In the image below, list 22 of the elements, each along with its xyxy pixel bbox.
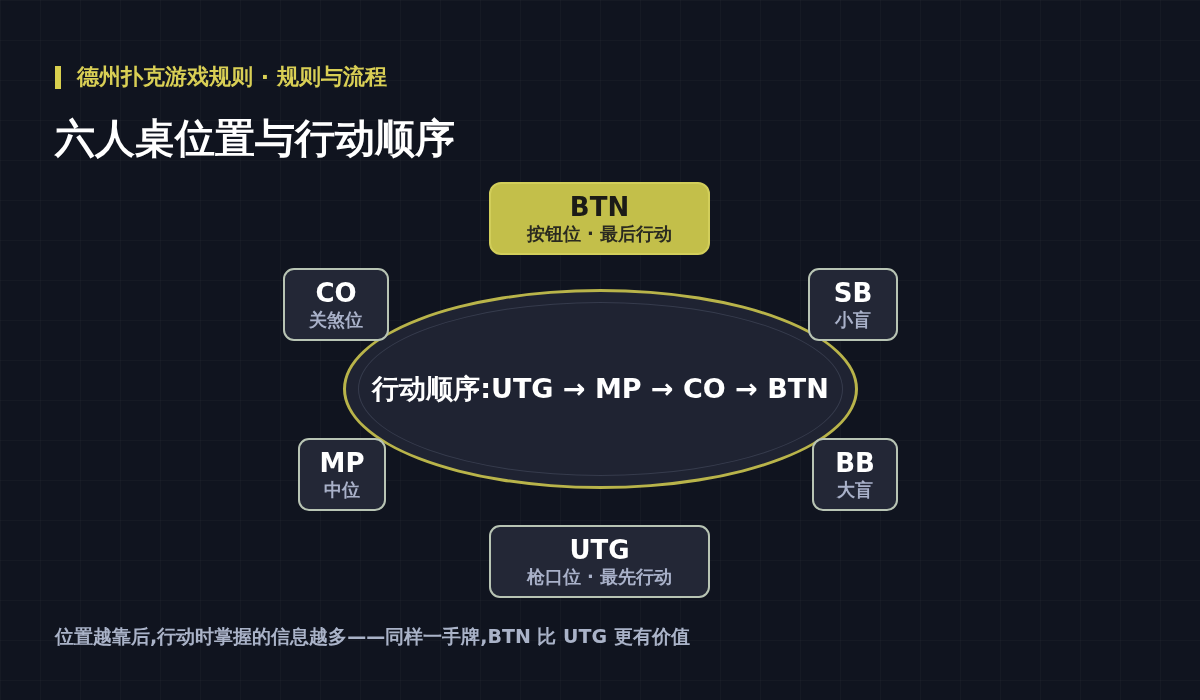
seat-code: SB xyxy=(833,277,873,308)
seat-code: CO xyxy=(315,277,357,308)
seat-role: 按钮位 · 最后行动 xyxy=(526,221,673,246)
seat-box xyxy=(298,438,386,511)
action-order-text: 行动顺序:UTG → MP → CO → BTN xyxy=(372,372,829,406)
highlighted-seat-box xyxy=(489,182,710,255)
seat-role: 大盲 xyxy=(837,477,873,502)
seat-code: UTG xyxy=(569,534,630,565)
seat-code: BTN xyxy=(569,191,630,222)
seat-box xyxy=(812,438,898,511)
seat-box xyxy=(808,268,898,341)
page-title: 六人桌位置与行动顺序 xyxy=(55,114,455,163)
subtitle: 德州扑克游戏规则 · 规则与流程 xyxy=(77,63,387,91)
seat-role: 中位 xyxy=(324,477,360,502)
seat-box xyxy=(283,268,389,341)
seat-box xyxy=(489,525,710,598)
seat-role: 小盲 xyxy=(835,307,871,332)
seat-role: 枪口位 · 最先行动 xyxy=(526,564,673,589)
seat-role: 关煞位 xyxy=(309,307,363,332)
seat-code: BB xyxy=(835,447,875,478)
caption-text: 位置越靠后,行动时掌握的信息越多——同样一手牌,BTN 比 UTG 更有价值 xyxy=(55,624,690,649)
seat-code: MP xyxy=(319,447,365,478)
